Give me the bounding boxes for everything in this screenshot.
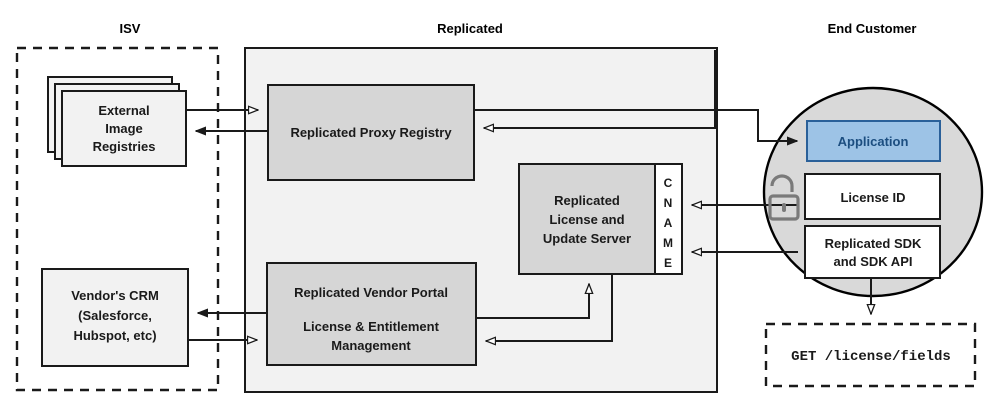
vendor-portal-label-line-2: License & Entitlement: [303, 319, 439, 334]
external-image-registries-label-line-3: Registries: [93, 139, 156, 154]
api-request[interactable]: GET /license/fields: [764, 322, 977, 388]
unlock-icon-body: [768, 194, 800, 221]
replicated-proxy-registry-box[interactable]: [267, 84, 475, 181]
license-update-server-label-line-2: License and: [549, 212, 624, 227]
external-image-registries-box[interactable]: [61, 90, 187, 167]
license-update-server-label-line-1: Replicated: [554, 193, 620, 208]
vendor-crm-box[interactable]: [41, 268, 189, 367]
vendor-crm-label-line-1: Vendor's CRM: [71, 288, 159, 303]
vendor-crm-label-line-2: (Salesforce,: [78, 308, 152, 323]
connector-application-to-proxy: [484, 50, 716, 128]
connector-proxy-to-application: [474, 109, 797, 141]
replicated-license-update-server-box[interactable]: [518, 163, 656, 275]
replicated-sdk-label-line-1: Replicated SDK: [825, 236, 922, 251]
replicated-sdk-label-line-2: and SDK API: [834, 254, 913, 269]
license-id-label: License ID: [840, 190, 905, 205]
zone-isv-frame: [15, 46, 220, 392]
vendor-portal-label-line-1: Replicated Vendor Portal: [294, 285, 448, 300]
application-label: Application: [838, 134, 909, 149]
application-box[interactable]: [806, 120, 941, 162]
api-request-box[interactable]: [764, 322, 977, 388]
cname-letter-c: C: [664, 176, 673, 190]
application[interactable]: Application: [806, 120, 941, 162]
license-id-box[interactable]: [804, 173, 941, 220]
connector-vendor-portal-to-license-server: [476, 284, 589, 319]
cname-letter-m: M: [663, 236, 673, 250]
unlock-icon: [768, 174, 800, 221]
connector-license-server-to-vendor-portal: [486, 274, 613, 341]
cname-letter-e: E: [664, 256, 672, 270]
replicated-sdk-box[interactable]: [804, 225, 941, 279]
replicated-license-update-server[interactable]: Replicated License and Update Server: [518, 163, 656, 275]
vendor-portal-label-line-3: Management: [331, 338, 411, 353]
license-id[interactable]: License ID: [804, 173, 941, 220]
replicated-proxy-registry[interactable]: Replicated Proxy Registry: [267, 84, 475, 181]
cname-strip-box[interactable]: [654, 163, 683, 275]
external-image-registries-label-line-1: External: [98, 103, 149, 118]
api-request-label: GET /license/fields: [791, 349, 951, 365]
replicated-sdk[interactable]: Replicated SDK and SDK API: [804, 225, 941, 279]
vendor-crm-label-line-3: Hubspot, etc): [73, 328, 156, 343]
unlock-icon-keyhole: [782, 203, 786, 212]
vendor-crm[interactable]: Vendor's CRM (Salesforce, Hubspot, etc): [41, 268, 189, 367]
connection-layer: [186, 50, 871, 341]
zone-end-customer-title: End Customer: [828, 21, 917, 36]
external-image-registries-label-line-2: Image: [105, 121, 143, 136]
zone-replicated-title: Replicated: [437, 21, 503, 36]
cname-letter-n: N: [664, 196, 673, 210]
replicated-vendor-portal[interactable]: Replicated Vendor Portal License & Entit…: [266, 262, 477, 366]
zone-isv: ISV: [15, 21, 220, 392]
cname-letter-a: A: [664, 216, 673, 230]
zone-isv-title: ISV: [120, 21, 141, 36]
license-update-server-label-line-3: Update Server: [543, 231, 631, 246]
replicated-vendor-portal-box[interactable]: [266, 262, 477, 366]
cname-strip[interactable]: C N A M E: [654, 163, 683, 275]
replicated-proxy-registry-label: Replicated Proxy Registry: [290, 125, 452, 140]
external-image-registries-stack[interactable]: External Image Registries: [47, 76, 187, 167]
